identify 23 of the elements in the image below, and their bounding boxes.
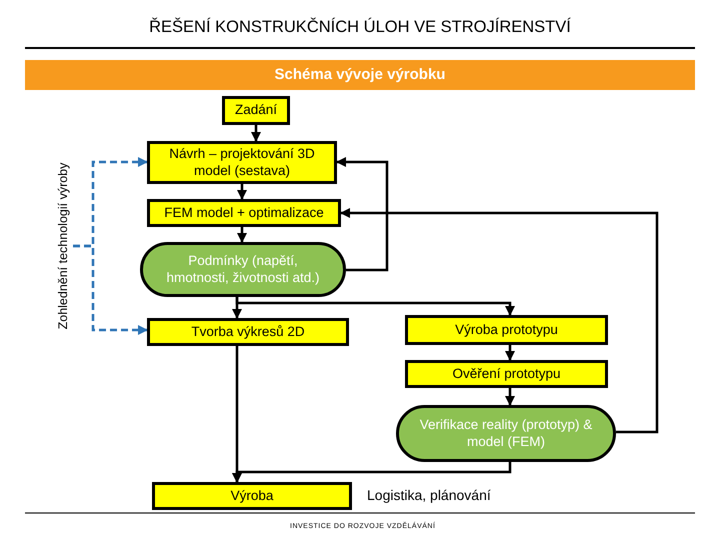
condition-pill: Podmínky (napětí, hmotnosti, životnosti atd.) xyxy=(140,242,346,297)
process-box: Návrh – projektování 3D model (sestava) xyxy=(147,141,337,184)
process-box: Zadání xyxy=(222,96,290,125)
process-box: FEM model + optimalizace xyxy=(147,199,341,227)
arrow xyxy=(237,227,247,243)
arrow xyxy=(236,297,515,316)
note-text: Logistika, plánování xyxy=(367,487,491,503)
arrow xyxy=(336,157,388,272)
arrow xyxy=(505,345,515,361)
arrow xyxy=(232,462,512,483)
arrow xyxy=(251,125,261,142)
arrow xyxy=(237,184,247,200)
arrow xyxy=(340,208,658,434)
process-box: Výroba xyxy=(152,482,352,510)
process-box: Tvorba výkresů 2D xyxy=(147,318,349,346)
condition-pill: Verifikace reality (prototyp) & model (FEM) xyxy=(396,405,616,462)
process-box: Výroba prototypu xyxy=(405,315,608,345)
dashed-arrow xyxy=(73,244,148,335)
side-label: Zohlednění technologií výroby xyxy=(53,140,73,352)
slide-title: ŘEŠENÍ KONSTRUKČNÍCH ÚLOH VE STROJÍRENSTVÍ xyxy=(148,18,572,37)
process-box: Ověření prototypu xyxy=(405,360,608,388)
arrow xyxy=(505,388,515,406)
section-banner: Schéma vývoje výrobku xyxy=(25,60,695,90)
